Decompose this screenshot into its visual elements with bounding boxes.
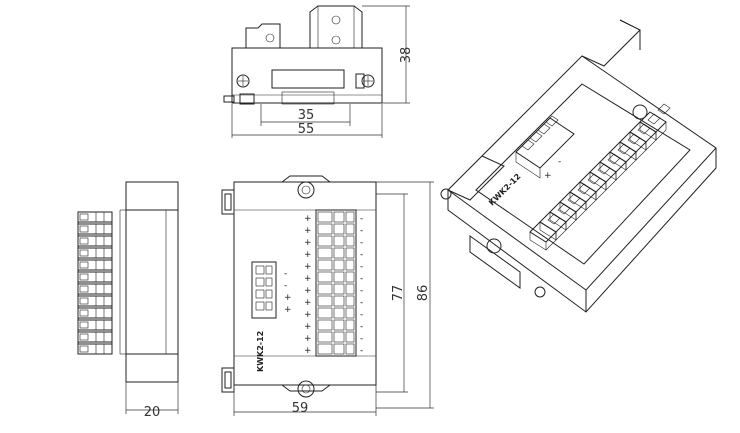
side-terminal <box>77 247 113 259</box>
io-pin <box>255 289 265 299</box>
plus-symbol: + <box>304 298 312 308</box>
dim-front-inner-height: 77 <box>391 285 406 302</box>
dim-top-height: 38 <box>399 47 414 64</box>
front-terminal <box>317 343 333 355</box>
mounting-hole-icon-bottom <box>297 380 315 398</box>
front-terminal <box>317 223 333 235</box>
dim-front-width: 59 <box>292 401 309 416</box>
mounting-hole-icon-top <box>297 181 315 199</box>
minus-symbol: - <box>360 346 363 356</box>
side-terminal-block <box>77 211 113 355</box>
minus-symbol: - <box>360 298 363 308</box>
plus-symbol: + <box>304 214 312 224</box>
plus-symbol: + <box>304 274 312 284</box>
minus-symbol: - <box>360 262 363 272</box>
top-view <box>223 5 383 105</box>
side-terminal <box>77 331 113 343</box>
minus-symbol: - <box>360 250 363 260</box>
top-view-dimensions: 38 35 55 <box>231 5 414 138</box>
side-view <box>77 181 179 383</box>
io-symbol: + <box>284 293 292 303</box>
side-terminal <box>77 211 113 223</box>
side-terminal <box>77 343 113 355</box>
side-view-dimensions: 20 <box>125 382 179 420</box>
side-terminal <box>77 271 113 283</box>
minus-symbol: - <box>360 334 363 344</box>
plus-symbol: + <box>304 262 312 272</box>
dim-side-width: 20 <box>144 405 161 420</box>
iso-minus-symbol: - <box>558 157 561 167</box>
iso-plus-symbol: + <box>544 171 552 181</box>
io-connector <box>251 261 277 319</box>
plus-symbol: + <box>304 250 312 260</box>
plus-symbol: + <box>304 238 312 248</box>
side-terminal <box>77 295 113 307</box>
minus-symbol: - <box>360 310 363 320</box>
front-terminal-block: + - + - + - + - + - + - + - + - + - + - + - + - <box>304 209 363 357</box>
dim-front-outer-height: 86 <box>416 285 431 302</box>
plus-symbol: + <box>304 346 312 356</box>
plus-symbol: + <box>304 226 312 236</box>
minus-symbol: - <box>360 238 363 248</box>
side-terminal <box>77 259 113 271</box>
front-terminal <box>317 235 333 247</box>
side-terminal <box>77 319 113 331</box>
front-terminal <box>317 283 333 295</box>
minus-symbol: - <box>360 286 363 296</box>
io-pin <box>255 301 265 311</box>
plus-symbol: + <box>304 310 312 320</box>
front-terminal <box>317 259 333 271</box>
front-terminal <box>317 211 333 223</box>
front-terminal <box>317 319 333 331</box>
front-terminal <box>317 295 333 307</box>
side-terminal <box>77 283 113 295</box>
dim-top-inner-width: 35 <box>298 108 315 123</box>
io-symbol: - <box>284 281 287 291</box>
model-label: KWK2-12 <box>256 331 265 372</box>
plus-symbol: + <box>304 286 312 296</box>
side-terminal <box>77 307 113 319</box>
front-view-dimensions: 59 77 86 <box>233 181 434 416</box>
side-terminal <box>77 235 113 247</box>
front-terminal <box>317 331 333 343</box>
iso-terminal-block <box>529 103 671 251</box>
dim-top-outer-width: 55 <box>298 122 315 137</box>
minus-symbol: - <box>360 274 363 284</box>
minus-symbol: - <box>360 226 363 236</box>
side-terminal <box>77 223 113 235</box>
io-pin <box>255 265 265 275</box>
plus-symbol: + <box>304 334 312 344</box>
io-symbol: + <box>284 305 292 315</box>
front-terminal <box>317 247 333 259</box>
minus-symbol: - <box>360 214 363 224</box>
isometric-view: KWK2-12 + - <box>440 19 717 313</box>
plus-symbol: + <box>304 322 312 332</box>
front-view: - - + + KWK2-12 + - + - + - + - + - + - + - + - + - + - + - + - <box>221 175 377 398</box>
front-terminal <box>317 271 333 283</box>
minus-symbol: - <box>360 322 363 332</box>
io-symbol: - <box>284 269 287 279</box>
io-pin <box>255 277 265 287</box>
front-terminal <box>317 307 333 319</box>
iso-mounting-hole-icon-left <box>486 238 502 254</box>
